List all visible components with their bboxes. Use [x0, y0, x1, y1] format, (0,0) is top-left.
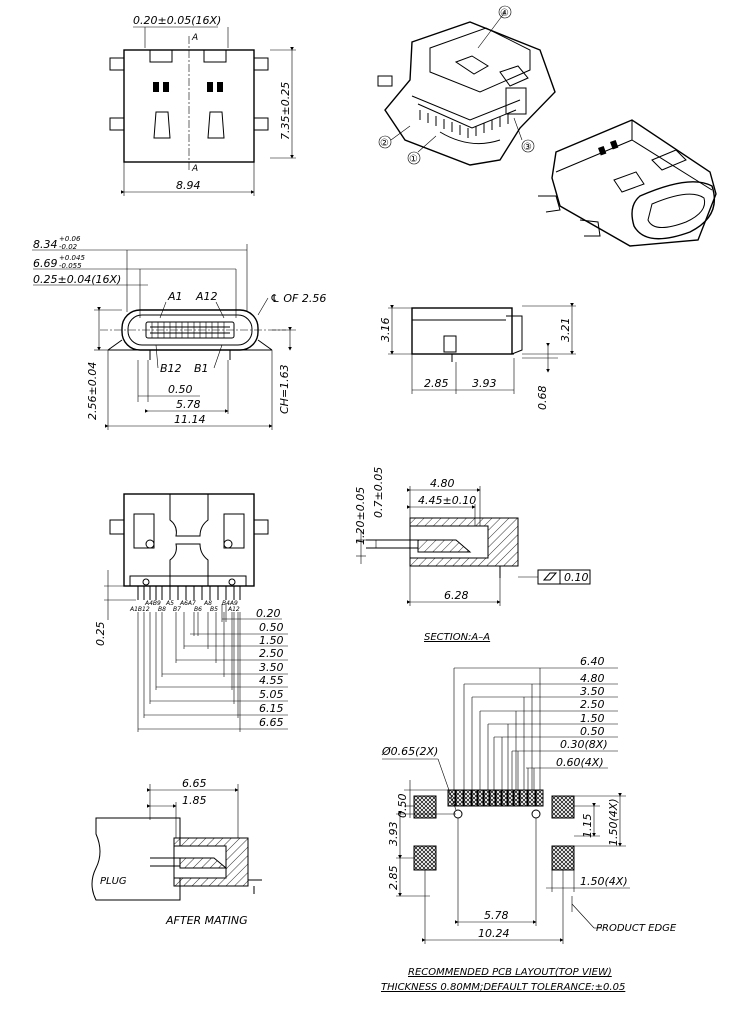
- top-view: 0.20±0.05(16X) A A 8.94 7.35±0.25: [109, 14, 296, 196]
- top-height-label: 7.35±0.25: [279, 82, 292, 140]
- bottom-dim-4-55: 4.55: [259, 674, 284, 687]
- dim-6-69-tol-upper: +0.045: [59, 254, 85, 262]
- dim-5-78: 5.78: [176, 398, 201, 411]
- pin-label-b8: B8: [158, 606, 166, 613]
- iso-exploded-view: ④ ② ① ③: [377, 5, 556, 166]
- pcb-dim-0-50: 0.50: [580, 725, 605, 738]
- pin-label-a6a7: A6A7: [179, 600, 196, 607]
- pitch-label: 0.20±0.05(16X): [133, 14, 221, 27]
- front-view: 8.34 +0.06 -0.02 6.69 +0.045 -0.055 0.25…: [32, 235, 326, 430]
- dim-8-34: 8.34: [33, 238, 58, 251]
- dim-8-34-tol-lower: -0.02: [59, 243, 78, 251]
- pcb-dim-2-85: 2.85: [387, 866, 400, 891]
- pcb-dim-5-78: 5.78: [484, 909, 509, 922]
- pcb-note: THICKNESS 0.80MM;DEFAULT TOLERANCE:±0.05: [381, 982, 625, 993]
- pin-a12: A12: [195, 290, 218, 303]
- dim-pin: 0.25±0.04(16X): [33, 273, 121, 286]
- callout-1: ①: [409, 154, 418, 165]
- bottom-dim-0-50: 0.50: [259, 621, 284, 634]
- pcb-dim-3-93: 3.93: [387, 822, 400, 847]
- dim-3-21: 3.21: [559, 318, 572, 343]
- section-title: SECTION:A–A: [424, 632, 490, 643]
- dim-0-25: 0.25: [94, 622, 107, 647]
- dim-ch: CH=1.63: [278, 364, 291, 414]
- dim-11-14: 11.14: [174, 413, 206, 426]
- dim-0-7: 0.7±0.05: [372, 467, 385, 518]
- pcb-dim-0-50-v: 0.50: [396, 794, 409, 819]
- plug-label: PLUG: [100, 876, 127, 887]
- dim-6-65-mated: 6.65: [182, 777, 207, 790]
- side-body: [411, 307, 513, 355]
- bottom-view: A1B12 A4B9 B8 A5 B7 A6A7 B6 A8 B5 B4A9 A…: [94, 493, 288, 732]
- dim-3-16: 3.16: [379, 318, 392, 343]
- pcb-dim-0-30: 0.30(8X): [560, 738, 608, 751]
- pcb-dim-4-80: 4.80: [580, 672, 605, 685]
- pcb-title: RECOMMENDED PCB LAYOUT(TOP VIEW): [408, 967, 612, 978]
- after-mating-view: PLUG 6.65 1.85 AFTER MATING: [91, 777, 262, 927]
- dim-0-50: 0.50: [168, 383, 193, 396]
- bottom-dim-6-65: 6.65: [259, 716, 284, 729]
- pin-b1: B1: [194, 362, 209, 375]
- bottom-body: [123, 493, 255, 587]
- pin-label-a12: A12: [227, 606, 240, 613]
- pin-label-a5: A5: [165, 600, 174, 607]
- callout-4: ④: [500, 8, 509, 19]
- flatness-value: 0.10: [564, 571, 589, 584]
- section-a-a: 4.80 4.45±0.10 1.20±0.05 0.7±0.05 0.10 6…: [354, 467, 591, 643]
- callout-2: ②: [380, 138, 389, 149]
- bottom-dim-0-20: 0.20: [256, 607, 281, 620]
- pcb-hole: Ø0.65(2X): [381, 745, 438, 758]
- top-width-label: 8.94: [176, 179, 201, 192]
- pcb-dim-6-40: 6.40: [580, 655, 605, 668]
- section-mark-top: A: [191, 33, 198, 43]
- dim-3-93: 3.93: [472, 377, 497, 390]
- dim-0-68: 0.68: [536, 386, 549, 411]
- bottom-dim-1-50: 1.50: [259, 634, 284, 647]
- dim-8-34-tol-upper: +0.06: [59, 235, 81, 243]
- pcb-dim-2-50: 2.50: [580, 698, 605, 711]
- pin-a1: A1: [167, 290, 183, 303]
- pcb-layout: 6.40 4.80 3.50 2.50 1.50 0.50 0.30(8X) 0…: [381, 655, 677, 993]
- pcb-dim-10-24: 10.24: [478, 927, 510, 940]
- pin-b12: B12: [160, 362, 182, 375]
- pin-label-b4a9: B4A9: [222, 600, 238, 607]
- dim-4-80: 4.80: [430, 477, 455, 490]
- pin-label-b5: B5: [210, 606, 218, 613]
- dim-2-56: 2.56±0.04: [86, 362, 99, 420]
- product-edge: PRODUCT EDGE: [596, 923, 677, 934]
- pin-label-a1b12: A1B12: [129, 606, 150, 613]
- dim-6-28: 6.28: [444, 589, 469, 602]
- section-mark-bottom: A: [191, 164, 198, 174]
- dim-6-69-tol-lower: -0.055: [59, 262, 82, 270]
- bottom-dim-6-15: 6.15: [259, 702, 284, 715]
- bottom-dim-3-50: 3.50: [259, 661, 284, 674]
- pcb-dim-1-15: 1.15: [581, 814, 594, 839]
- pcb-dim-0-60: 0.60(4X): [556, 756, 604, 769]
- pin-label-a4b9: A4B9: [144, 600, 161, 607]
- pcb-dim-1-50-h: 1.50(4X): [580, 875, 628, 888]
- pcb-dim-1-50-v: 1.50(4X): [607, 798, 620, 846]
- pcb-dim-1-50: 1.50: [580, 712, 605, 725]
- dim-1-85: 1.85: [182, 794, 207, 807]
- bottom-dim-5-05: 5.05: [259, 688, 284, 701]
- pin-label-b6: B6: [194, 606, 202, 613]
- side-view: 3.16 3.21 2.85 3.93 0.68: [379, 303, 576, 411]
- after-mating-caption: AFTER MATING: [165, 914, 248, 927]
- pin-label-b7: B7: [173, 606, 181, 613]
- centerline-label: ℄ OF 2.56: [270, 292, 326, 305]
- callout-3: ③: [523, 142, 532, 153]
- dim-1-20: 1.20±0.05: [354, 487, 367, 545]
- dim-4-45: 4.45±0.10: [418, 494, 476, 507]
- pin-label-a8: A8: [203, 600, 212, 607]
- dim-6-69: 6.69: [33, 257, 58, 270]
- pcb-dim-3-50: 3.50: [580, 685, 605, 698]
- dim-2-85: 2.85: [424, 377, 449, 390]
- iso-assembled-view: [538, 119, 717, 247]
- bottom-dim-2-50: 2.50: [259, 647, 284, 660]
